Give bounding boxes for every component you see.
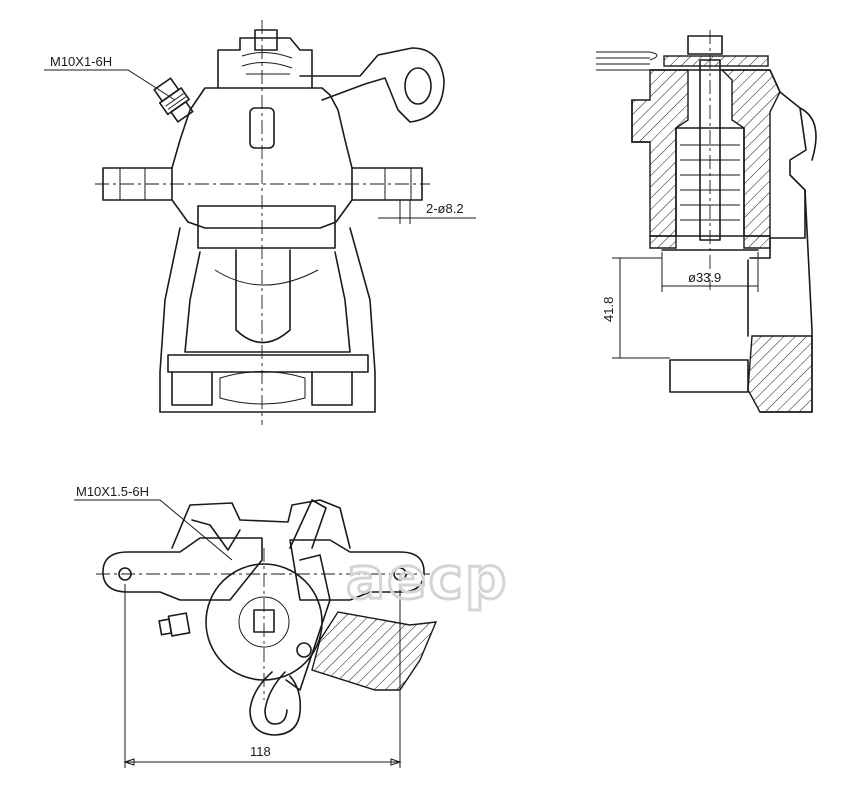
width-dimension: 118 bbox=[250, 744, 271, 759]
thread-callout-bottom: M10X1.5-6H bbox=[76, 484, 149, 499]
hole-dimension: 2-ø8.2 bbox=[426, 201, 464, 216]
thread-callout-top: M10X1-6H bbox=[50, 54, 112, 69]
piston-diameter-dimension: ø33.9 bbox=[688, 270, 721, 285]
height-dimension: 41.8 bbox=[601, 297, 616, 322]
side-view: M10X1.5-6H 118 bbox=[74, 484, 438, 768]
brand-watermark: aecp bbox=[346, 544, 508, 612]
section-view: ø33.9 41.8 bbox=[596, 30, 817, 413]
front-view: M10X1-6H 2-ø8.2 bbox=[44, 20, 476, 425]
